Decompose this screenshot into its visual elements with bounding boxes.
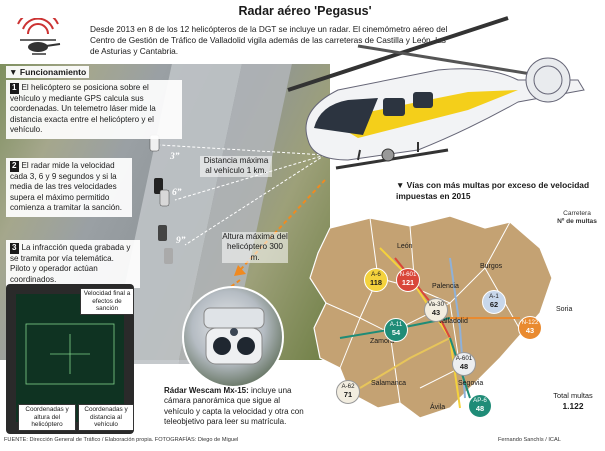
step-3-number: 3 [10,243,19,254]
camera-lens-icon [203,307,265,365]
monitor-label-heli-coords: Coordenadas y altura del helicóptero [18,404,76,432]
city-leon: León [397,243,413,250]
city-salamanca: Salamanca [371,380,407,387]
step-1-number: 1 [10,83,19,94]
radar-monitor-screen [16,294,124,422]
wescam-camera-photo [182,286,284,388]
road-count: 121 [401,277,415,287]
intro-text: Desde 2013 en 8 de los 12 helicópteros d… [90,24,448,56]
funcionamiento-heading: ▼ Funcionamiento [6,66,90,78]
seconds-label-9: 9” [176,236,186,246]
total-fines: Total multas 1.122 [546,391,600,411]
city-segovia: Segovia [458,380,484,387]
road-code: Va-30 [427,301,445,308]
city-soria: Soria [556,306,573,313]
step-1-text: El helicóptero se posiciona sobre el veh… [10,83,156,135]
road-count: 43 [525,325,535,335]
road-code: A-601 [455,355,473,362]
distance-to-vehicle-label: Distancia máxima al vehículo 1 km. [200,156,272,177]
road-code: N-122 [521,319,539,326]
road-count: 118 [370,277,382,287]
total-label: Total multas [553,391,593,400]
road-code: N-601 [399,271,417,278]
map-legend: Carretera Nº de multas [554,210,600,226]
infographic-title: Radar aéreo 'Pegasus' [238,4,372,18]
step-2-text: El radar mide la velocidad cada 3, 6 y 9… [10,161,123,213]
helicopter-altitude-label: Altura máxima del helicóptero 300 m. [222,232,288,263]
step-3-text: La infracción queda grabada y se tramita… [10,243,131,284]
footer-credit: Fernando Sanchís / ICAL [498,437,561,443]
map-title: ▼ Vías con más multas por exceso de velo… [396,180,590,201]
road-count: 71 [343,389,353,399]
camera-description: Rádar Wescam Mx-15: incluye una cámara p… [164,386,312,428]
legend-road-label: Carretera [563,210,591,217]
monitor-label-vehicle-coords: Coordenadas y distancia al vehículo [78,404,134,432]
monitor-crosshair-icon [25,323,115,385]
step-2-number: 2 [10,161,19,172]
city-zamora: Zamora [370,338,395,345]
road-count: 48 [475,403,485,413]
road-code: A-6 [371,271,381,278]
city-valladolid: Valladolid [438,318,468,325]
road-code: A-62 [341,383,355,390]
monitor-label-final-speed: Velocidad final a efectos de sanción [80,288,134,316]
road-code: A-1 [489,293,499,300]
cars-on-road [149,134,173,264]
total-value: 1.122 [562,400,584,411]
city-palencia: Palencia [432,283,459,290]
helicopter-radar-icon [17,18,61,55]
road-count: 43 [431,307,441,317]
road-count: 54 [391,327,401,337]
helicopter-illustration [287,16,585,170]
road-code: AP-6 [473,397,487,404]
city-burgos: Burgos [480,263,503,270]
camera-text: incluye una cámara panorámica que sigue … [164,386,304,427]
road-code: A-11 [389,321,403,328]
seconds-label-3: 3” [170,152,180,162]
city-avila: Ávila [430,404,446,411]
legend-count-label: Nº de multas [557,218,597,226]
road-count: 62 [489,299,499,309]
road-count: 48 [459,361,469,371]
camera-title: Rádar Wescam Mx-15: [164,386,249,395]
footer-source: FUENTE: Dirección General de Tráfico / E… [4,437,239,443]
seconds-label-6: 6” [172,188,182,198]
